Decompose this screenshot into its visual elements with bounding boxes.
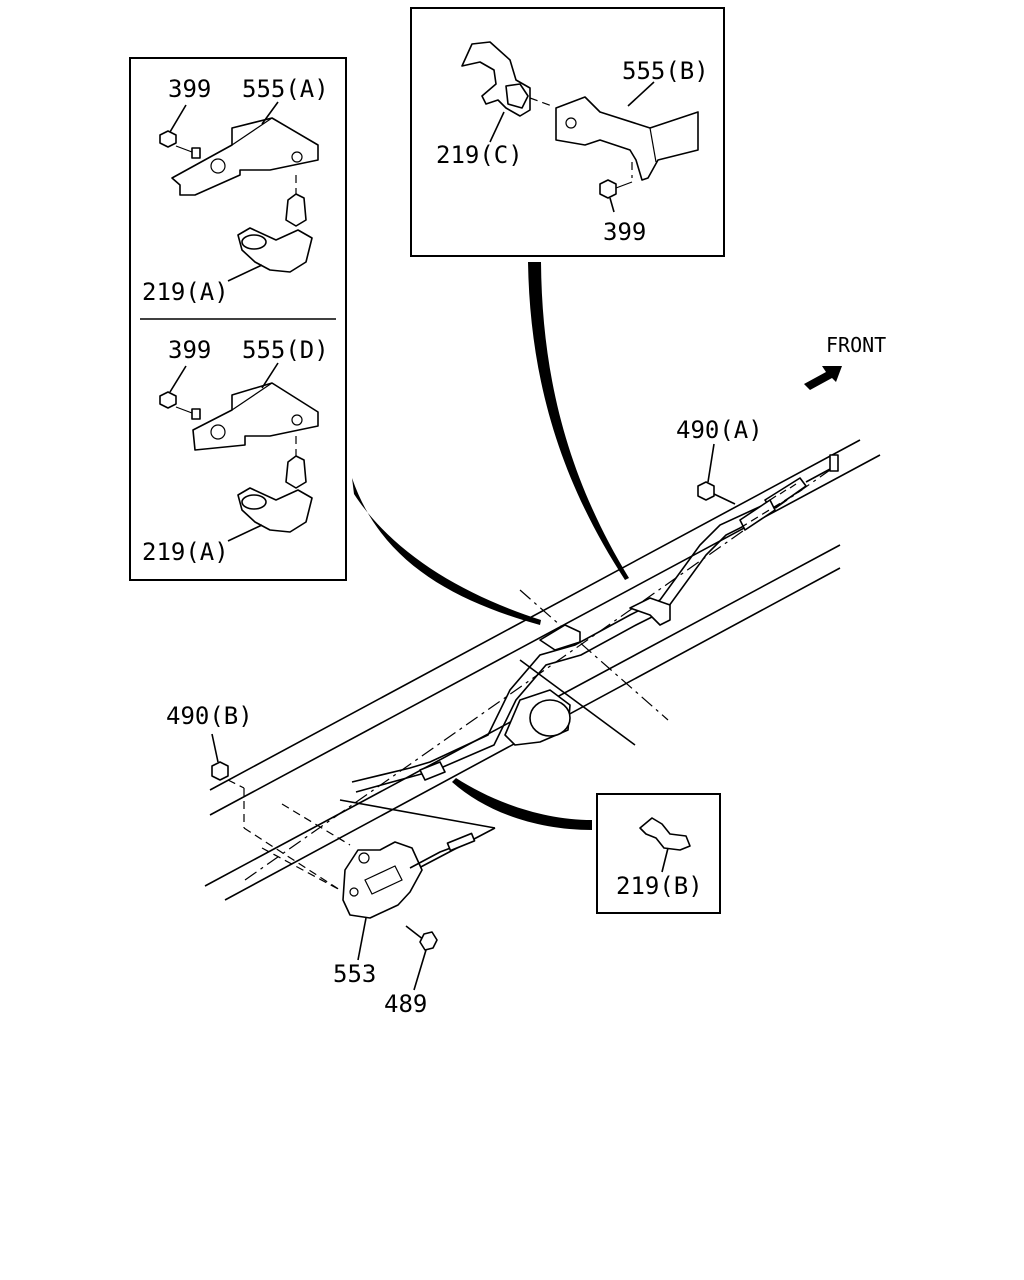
clip-219a-upper-icon [237,175,313,273]
bracket-555d-drawing [192,382,319,451]
cable-brackets-on-frame [419,597,671,781]
label-399-b: 399 [603,218,646,246]
nut-490b-icon [211,761,341,891]
leader-490a [707,443,715,483]
label-399-a: 399 [168,75,211,103]
label-555b: 555(B) [622,57,709,85]
label-490b: 490(B) [166,702,253,730]
leader-219a-upper [227,264,263,282]
front-direction-indicator: FRONT [804,333,886,390]
label-489: 489 [384,990,427,1018]
label-219a-upper: 219(A) [142,278,229,306]
leader-399-d [169,365,187,393]
nut-399-b-icon [599,179,633,199]
detail-box-bracket-b: 555(B) 219(C) 399 [410,7,725,257]
leader-553 [357,917,367,961]
front-label: FRONT [826,333,886,357]
label-399-d: 399 [168,336,211,364]
leader-490b [211,733,219,763]
bracket-555b-drawing [555,96,699,181]
leader-219b [661,847,669,873]
detail-box-brackets-a-d: 399 555(A) 219(A) 399 555(D) 219(A) [129,57,347,581]
callout-curves [352,262,629,830]
label-219b: 219(B) [616,872,703,900]
bolt-489-icon [405,925,438,951]
front-arrow-icon [804,366,842,390]
lever-553-drawing [342,841,423,919]
label-553: 553 [333,960,376,988]
bracket-555a-drawing [171,117,319,196]
label-490a: 490(A) [676,416,763,444]
clip-219a-lower-icon [237,436,313,533]
parking-brake-cable [351,454,839,793]
leader-489 [413,949,427,991]
leader-555d [261,362,279,389]
clip-219b-icon [639,817,691,851]
nut-399-a-icon [159,130,201,159]
leader-219a-lower [227,524,263,542]
nut-490a-icon [697,481,736,505]
label-219c: 219(C) [436,141,523,169]
label-555d: 555(D) [242,336,329,364]
label-555a: 555(A) [242,75,329,103]
nut-399-d-icon [159,391,201,420]
exhaust-muffler-drawing [504,689,571,746]
leader-399-a [169,104,187,133]
detail-box-clip-b: 219(B) [596,793,721,914]
leader-555b [627,81,655,107]
leader-555a [261,101,279,125]
label-219a-lower: 219(A) [142,538,229,566]
clip-219c-icon [461,41,553,117]
brake-lever-assembly [211,761,496,951]
leader-399-b [609,197,615,213]
leader-219c [489,111,505,143]
